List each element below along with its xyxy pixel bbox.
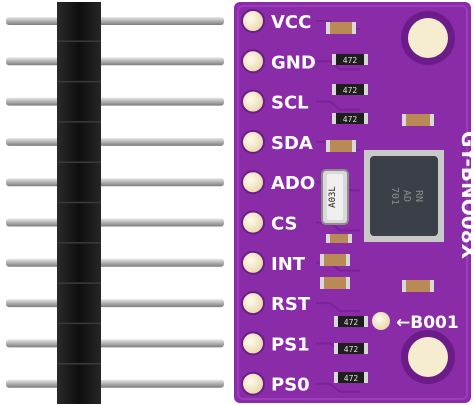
header-pin (6, 17, 224, 25)
pin-label: ADO (271, 173, 315, 194)
chip-marking-3: RN (413, 190, 424, 202)
header-pin (6, 97, 224, 106)
pin-pad (241, 371, 265, 396)
pin-label: CS (271, 214, 298, 235)
resistor-code: 472 (343, 86, 358, 95)
pcb-trace (316, 100, 360, 111)
header-pin (6, 137, 224, 146)
boot-label-text: ←B00 (396, 313, 447, 333)
pcb-trace (316, 302, 360, 313)
pin-pad (241, 89, 265, 114)
pin-label: VCC (271, 12, 311, 33)
boot-label: ←B001 (396, 313, 459, 333)
pin-pad (241, 170, 265, 195)
pin-pad (241, 250, 265, 275)
pin-label: RST (271, 294, 311, 315)
pin-pad (241, 291, 265, 316)
header-pin (6, 57, 224, 66)
pin-pad (241, 49, 265, 74)
boot-pad (372, 312, 390, 330)
resistor-code: 472 (343, 115, 358, 124)
pin-label: INT (271, 254, 306, 275)
pcb-trace (316, 60, 360, 71)
pin-label: SDA (271, 133, 313, 154)
pcb-edge (237, 5, 468, 400)
header-pin (6, 339, 224, 348)
crystal: A03L (321, 169, 349, 225)
pcb-trace (316, 382, 360, 393)
smd-capacitor (402, 280, 434, 292)
mounting-hole-top (408, 18, 448, 58)
smd-resistor: 472 (334, 316, 368, 327)
pin-header (6, 2, 224, 404)
smd-capacitor (320, 277, 350, 289)
header-pin (6, 258, 224, 267)
bno08x-chip: 701 AD RN (364, 150, 444, 242)
smd-capacitor (326, 234, 352, 243)
header-pin (6, 299, 224, 308)
header-pin (6, 379, 224, 388)
smd-resistor: 472 (332, 113, 368, 124)
smd-capacitor (326, 140, 356, 152)
pin-pad (241, 129, 265, 154)
pin-label: PS1 (271, 334, 310, 355)
smd-capacitor (326, 22, 356, 34)
resistor-code: 472 (343, 56, 358, 65)
resistor-code: 472 (344, 345, 359, 354)
pin-pad (241, 210, 265, 235)
resistor-code: 472 (344, 318, 359, 327)
header-pin (6, 218, 224, 227)
smd-capacitor (320, 254, 350, 266)
header-pin (6, 178, 224, 187)
chip-marking-1: 701 (389, 187, 400, 205)
pin-label: PS0 (271, 375, 310, 396)
model-label: GY-BNO08X (457, 131, 474, 260)
chip-marking-2: AD (401, 190, 412, 202)
smd-resistor: 472 (332, 54, 368, 65)
pin-pad (241, 331, 265, 356)
pin-pad (241, 9, 265, 33)
pcb-substrate (234, 2, 471, 403)
mounting-hole-bottom (408, 337, 448, 377)
pin-label: GND (271, 52, 316, 73)
smd-resistor: 472 (332, 84, 368, 95)
resistor-code: 472 (344, 374, 359, 383)
smd-resistor: 472 (334, 343, 368, 354)
smd-resistor: 472 (334, 372, 368, 383)
pin-label: SCL (271, 93, 309, 114)
boot-label-suffix: 1 (447, 313, 459, 333)
crystal-code: A03L (328, 186, 338, 208)
smd-capacitor (402, 114, 434, 126)
